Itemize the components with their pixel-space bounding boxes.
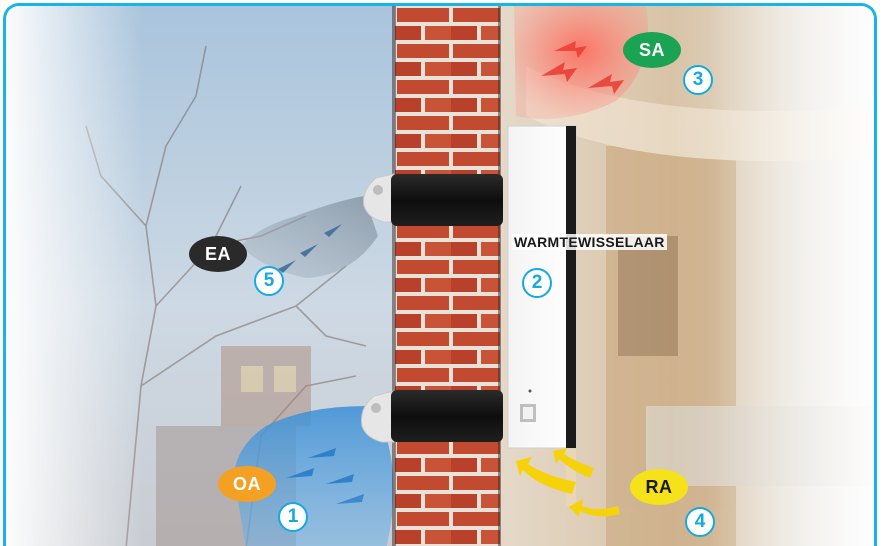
ventilation-scene (6, 6, 877, 546)
brick-wall (395, 6, 500, 546)
upper-duct (391, 174, 503, 226)
diagram-frame: WARMTEWISSELAAR SA EA OA RA 1 2 3 4 5 (3, 3, 877, 546)
marker-unit-number: 2 (522, 268, 552, 298)
sa-badge: SA (623, 32, 681, 68)
marker-oa-number: 1 (278, 502, 308, 532)
marker-sa-number: 3 (683, 65, 713, 95)
ra-badge: RA (630, 469, 688, 505)
oa-badge: OA (218, 466, 276, 502)
marker-ra-number: 4 (685, 507, 715, 537)
marker-ea-number: 5 (254, 266, 284, 296)
ea-badge: EA (189, 236, 247, 272)
heat-exchanger-label: WARMTEWISSELAAR (512, 234, 667, 250)
lower-duct (391, 390, 503, 442)
